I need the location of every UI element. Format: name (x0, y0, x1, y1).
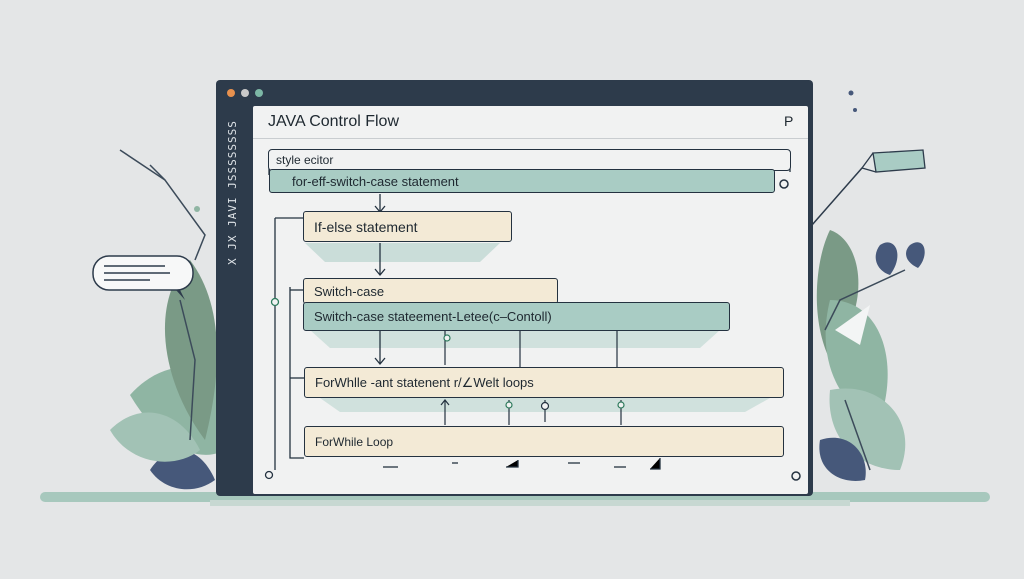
traffic-light-minimize[interactable] (241, 89, 249, 97)
switch-case-statement-box[interactable]: Switch-case stateement-Letee(c–Contoll) (303, 302, 730, 331)
ground-shadow (210, 500, 850, 506)
if-else-box[interactable]: If-else statement (303, 211, 512, 242)
for-while-statement-box[interactable]: ForWhlle -ant statenent r/∠Welt loops (304, 367, 784, 398)
pen-icon (872, 149, 926, 173)
left-twig (119, 149, 206, 261)
left-stem (179, 299, 196, 441)
deco-dot (848, 90, 854, 96)
right-branch (824, 269, 906, 331)
right-leaf-white (835, 305, 870, 345)
title-glyph: P (784, 113, 794, 129)
traffic-light-maximize[interactable] (255, 89, 263, 97)
right-stem (844, 399, 871, 471)
for-switch-label: for-eff-switch-case statement (292, 173, 459, 189)
window-title: JAVA Control Flow (268, 113, 400, 130)
deco-dot (194, 206, 200, 212)
vertical-side-text: X JX JAVI JSSSSSSSS X (226, 120, 265, 265)
left-leaf-back (110, 412, 200, 462)
right-leaf-navy (819, 437, 866, 481)
left-leaf-tall (164, 260, 217, 440)
switch-case-box[interactable]: Switch-case (303, 278, 558, 304)
traffic-light-close[interactable] (227, 89, 235, 97)
for-while-loop-box[interactable]: ForWhile Loop (304, 426, 784, 457)
for-while-statement-label: ForWhlle -ant statenent r/∠Welt loops (315, 374, 534, 390)
style-editor-box[interactable]: style ecitor (268, 149, 791, 171)
for-switch-box[interactable]: for-eff-switch-case statement (269, 169, 775, 193)
deco-dot (853, 108, 857, 112)
switch-case-label: Switch-case (314, 283, 385, 299)
style-editor-label: style ecitor (276, 153, 334, 167)
if-else-label: If-else statement (314, 218, 418, 235)
right-leaf-navy-small (875, 242, 898, 275)
left-twig-branch (149, 164, 166, 181)
title-divider (253, 138, 808, 139)
switch-case-statement-label: Switch-case stateement-Letee(c–Contoll) (314, 309, 552, 324)
right-leaf-navy-tip (906, 242, 925, 268)
for-while-loop-label: ForWhile Loop (315, 434, 394, 449)
